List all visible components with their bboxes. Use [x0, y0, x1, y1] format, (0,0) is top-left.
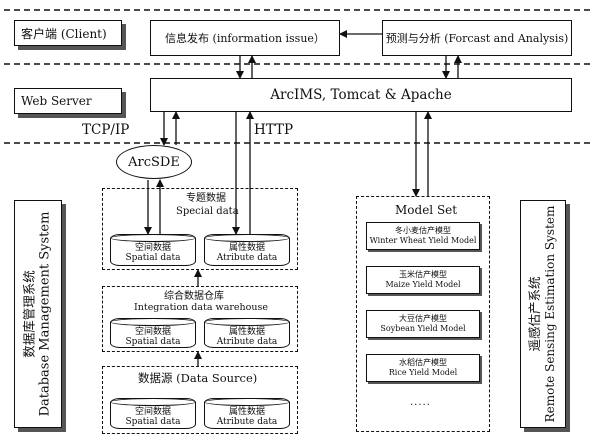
special-spatial-cn: 空间数据 [134, 243, 171, 253]
rs-label: 遥感估产系统 Remote Sensing Estimation System [527, 206, 559, 423]
warehouse-spatial-cn: 空间数据 [134, 327, 171, 337]
source-spatial-cn: 空间数据 [134, 407, 171, 417]
warehouse-attr-en: Atribute data [216, 337, 278, 348]
model-rice-en: Rice Yield Model [388, 368, 458, 377]
warehouse-title-cn: 综合数据仓库 [164, 291, 224, 302]
special-attr-cn: 属性数据 [228, 243, 265, 253]
special-spatial-db: 空间数据 Spatial data [110, 234, 196, 266]
model-rice-cn: 水稻估产模型 [399, 358, 447, 367]
arcims-label: ArcIMS, Tomcat & Apache [270, 87, 452, 103]
warehouse-title-en: Integration data warehouse [134, 302, 268, 313]
model-soybean: 大豆估产模型 Soybean Yield Model [366, 310, 480, 338]
warehouse-spatial-db: 空间数据 Spatial data [110, 318, 196, 348]
model-set-ellipsis: ..... [410, 397, 431, 408]
model-soybean-en: Soybean Yield Model [380, 324, 466, 333]
warehouse-group [102, 286, 298, 352]
special-attr-db: 属性数据 Atribute data [204, 234, 290, 266]
source-spatial-db: 空间数据 Spatial data [110, 398, 196, 429]
model-maize-cn: 玉米估产模型 [399, 270, 447, 279]
source-attr-cn: 属性数据 [228, 407, 265, 417]
dbms-label: 数据库管理系统 Database Management System [21, 212, 54, 417]
model-winter-wheat: 冬小麦估产模型 Winter Wheat Yield Model [366, 222, 480, 250]
warehouse-attr-db: 属性数据 Atribute data [204, 318, 290, 348]
model-winter-wheat-en: Winter Wheat Yield Model [369, 236, 477, 245]
rs-label-en: Remote Sensing Estimation System [543, 205, 558, 423]
model-maize-en: Maize Yield Model [385, 280, 461, 289]
dbms-label-en: Database Management System [37, 211, 53, 417]
dbms-label-cn: 数据库管理系统 [21, 270, 37, 358]
special-data-title-cn: 专题数据 [186, 193, 226, 204]
dbms-panel: 数据库管理系统 Database Management System [14, 200, 62, 428]
info-issue-label: 信息发布 (information issue） [165, 32, 325, 45]
tcpip-label: TCP/IP [82, 122, 130, 138]
tier-dividers [4, 9, 590, 144]
arcsde-label: ArcSDE [128, 154, 180, 170]
source-attr-en: Atribute data [216, 417, 278, 428]
special-spatial-en: Spatial data [125, 253, 181, 264]
forecast-box: 预测与分析 (Forcast and Analysis) [382, 20, 572, 56]
data-source-title: 数据源 (Data Source) [138, 371, 258, 385]
arcsde-node: ArcSDE [116, 145, 192, 179]
source-spatial-en: Spatial data [125, 417, 181, 428]
rs-label-cn: 遥感估产系统 [527, 276, 543, 352]
model-maize: 玉米估产模型 Maize Yield Model [366, 266, 480, 294]
http-label: HTTP [254, 122, 294, 138]
web-server-box: Web Server [14, 88, 122, 114]
special-attr-en: Atribute data [216, 253, 278, 264]
forecast-label: 预测与分析 (Forcast and Analysis) [385, 32, 569, 45]
model-set-title: Model Set [395, 203, 458, 217]
model-soybean-cn: 大豆估产模型 [399, 314, 447, 323]
client-box: 客户端 (Client) [14, 20, 122, 46]
data-source-group [102, 366, 298, 434]
client-label: 客户端 (Client) [21, 26, 107, 41]
model-winter-wheat-cn: 冬小麦估产模型 [395, 226, 451, 235]
source-attr-db: 属性数据 Atribute data [204, 398, 290, 429]
model-set-group [356, 196, 490, 432]
model-rice: 水稻估产模型 Rice Yield Model [366, 354, 480, 382]
special-data-title-en: Special data [176, 206, 239, 217]
info-issue-box: 信息发布 (information issue） [150, 20, 340, 56]
rs-panel: 遥感估产系统 Remote Sensing Estimation System [520, 200, 566, 428]
warehouse-spatial-en: Spatial data [125, 337, 181, 348]
warehouse-attr-cn: 属性数据 [228, 327, 265, 337]
web-server-label: Web Server [21, 94, 92, 108]
arcims-box: ArcIMS, Tomcat & Apache [150, 78, 572, 112]
special-data-group [102, 188, 298, 270]
